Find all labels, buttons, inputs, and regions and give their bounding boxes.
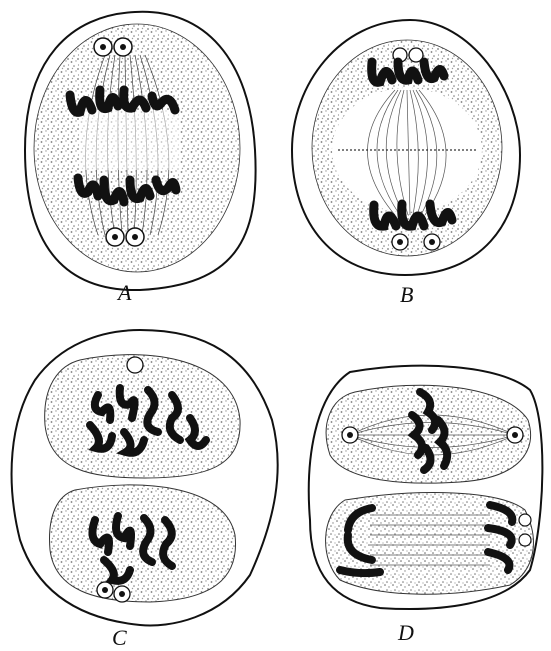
panel-b <box>292 20 520 275</box>
centrosome-c-top <box>127 357 143 373</box>
daughter-nucleus-c-top <box>45 355 240 478</box>
panel-a <box>25 12 256 290</box>
centrosome-d-bottom-right <box>519 514 531 526</box>
panel-d <box>309 366 543 609</box>
panel-label-d: D <box>397 620 414 645</box>
panel-label-b: B <box>400 282 413 307</box>
panel-c <box>12 330 278 625</box>
panel-label-a: A <box>116 280 132 305</box>
panel-label-c: C <box>112 625 127 650</box>
